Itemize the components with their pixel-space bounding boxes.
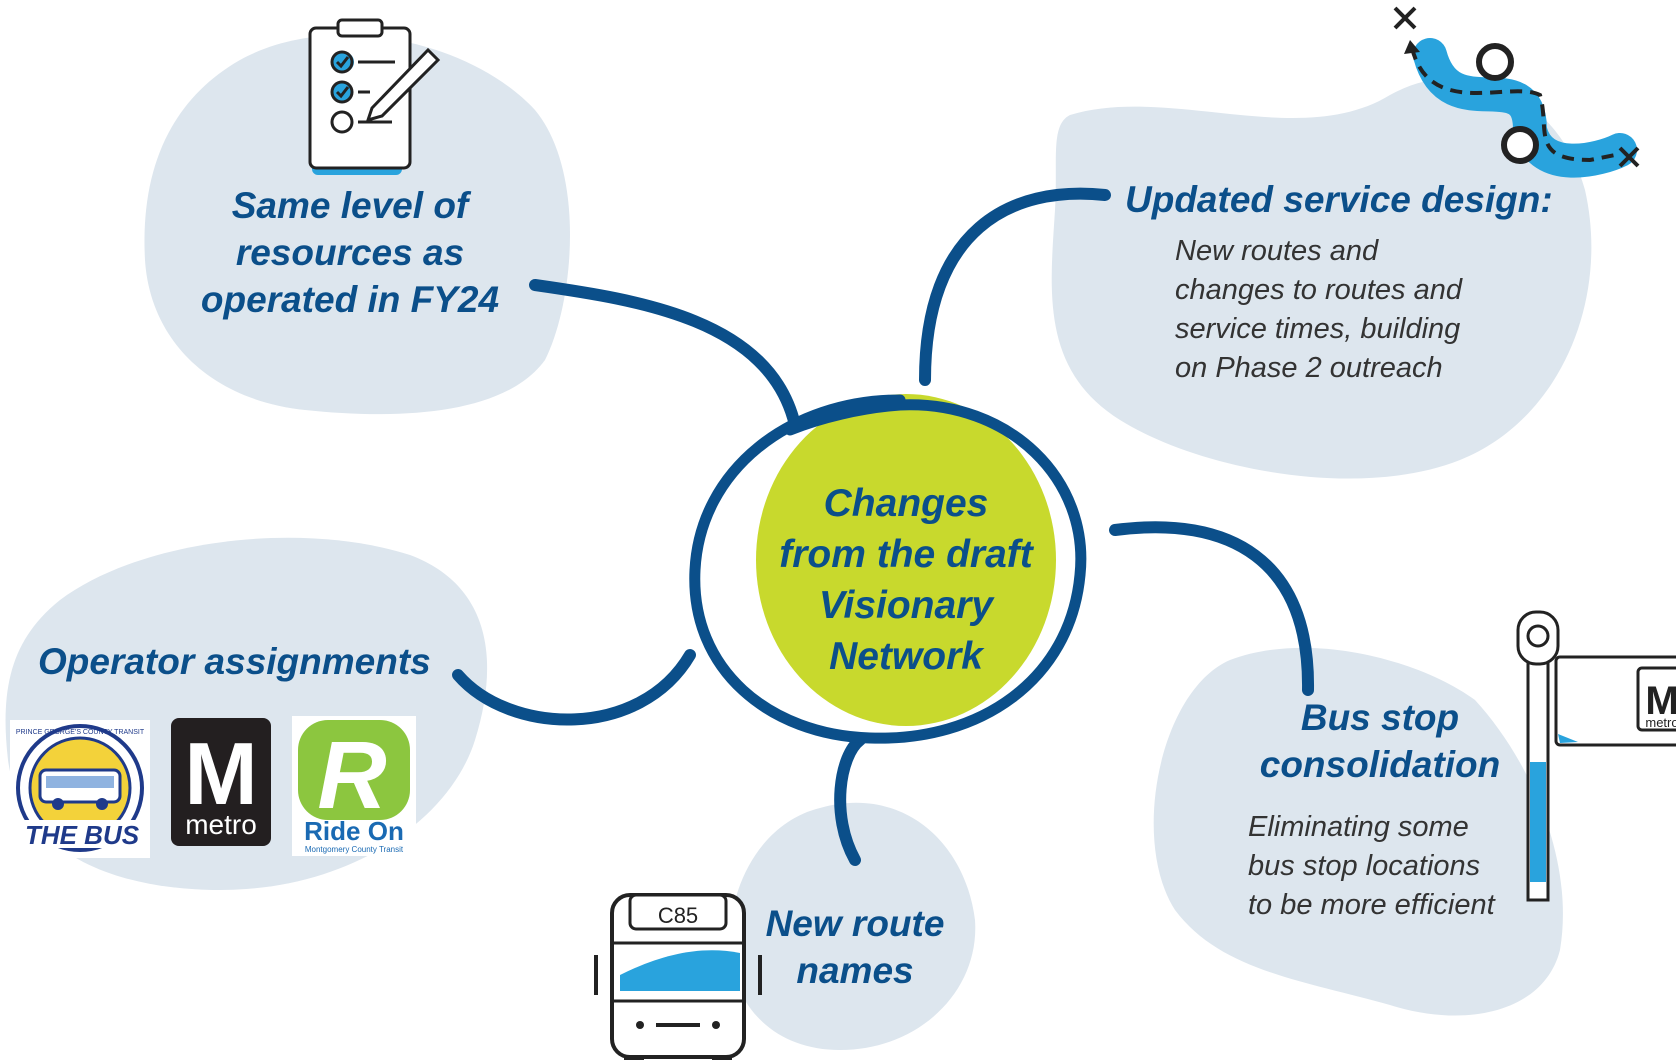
connector-operators: [452, 649, 696, 726]
bus-stop-body: Eliminating some bus stop locations to b…: [1248, 808, 1548, 925]
connector-resources: [529, 279, 801, 431]
rideon-logo-letter: R: [317, 722, 386, 829]
node-resources: Same level of resources as operated in F…: [170, 182, 530, 323]
bus-stop-line-2: consolidation: [1259, 744, 1501, 785]
bus-stop-body-line-3: to be more efficient: [1248, 889, 1495, 921]
metro-logo: M metro: [171, 718, 271, 846]
blob-resources: [144, 35, 570, 415]
route-path-icon: [1393, 6, 1640, 178]
node-bus-stop: Bus stop consolidation: [1230, 694, 1530, 788]
connector-route-names: [834, 734, 866, 866]
blob-service-design: [1051, 78, 1592, 479]
service-design-line-1: New routes and: [1175, 235, 1379, 267]
sign-metro-letter: M: [1645, 679, 1676, 723]
node-route-names: New route names: [740, 900, 970, 994]
resources-line-2: resources as: [235, 232, 465, 273]
resources-line-3: operated in FY24: [200, 279, 500, 320]
blob-route-names: [729, 802, 976, 1050]
operators-title: Operator assignments: [38, 641, 431, 682]
center-line-3: Visionary: [818, 584, 994, 627]
blob-bus-stop: [1153, 647, 1563, 1016]
service-design-title: Updated service design:: [1125, 179, 1553, 220]
bus-sign-text: C85: [658, 903, 698, 928]
clipboard-checklist-icon: [308, 18, 441, 175]
thebus-logo: PRINCE GEORGE'S COUNTY TRANSIT THE BUS: [10, 720, 150, 858]
bus-front-icon: C85: [594, 893, 762, 1060]
service-design-line-3: service times, building: [1175, 313, 1461, 345]
service-design-line-4: on Phase 2 outreach: [1175, 352, 1443, 384]
bus-stop-line-1: Bus stop: [1300, 697, 1460, 738]
bus-stop-sign-icon: M metro: [1516, 610, 1676, 902]
route-names-line-1: New route: [765, 903, 945, 944]
rideon-logo: R Ride On Montgomery County Transit: [292, 716, 416, 856]
thebus-ring-text: PRINCE GEORGE'S COUNTY TRANSIT: [16, 729, 145, 736]
center-line-4: Network: [829, 635, 983, 678]
connector-service-design: [919, 187, 1111, 386]
resources-line-1: Same level of: [231, 185, 469, 226]
sign-metro-word: metro: [1645, 715, 1676, 730]
service-design-body: New routes and changes to routes and ser…: [1175, 232, 1555, 388]
center-topic: Changes from the draft Visionary Network: [736, 478, 1076, 682]
center-line-2: from the draft: [779, 533, 1033, 576]
bus-stop-body-line-1: Eliminating some: [1248, 811, 1469, 843]
bus-stop-body-line-2: bus stop locations: [1248, 850, 1481, 882]
rideon-logo-sub: Montgomery County Transit: [305, 845, 404, 854]
center-line-1: Changes: [823, 482, 989, 525]
connector-bus-stop: [1109, 521, 1315, 696]
thebus-logo-text: THE BUS: [25, 820, 140, 850]
route-names-line-2: names: [796, 950, 914, 991]
metro-logo-letter: M: [184, 724, 257, 823]
center-circle-fill: [756, 394, 1056, 726]
rideon-logo-word: Ride On: [304, 816, 404, 846]
service-design-line-2: changes to routes and: [1175, 274, 1462, 306]
metro-logo-word: metro: [185, 809, 257, 840]
center-circle-outline: [689, 394, 1087, 744]
